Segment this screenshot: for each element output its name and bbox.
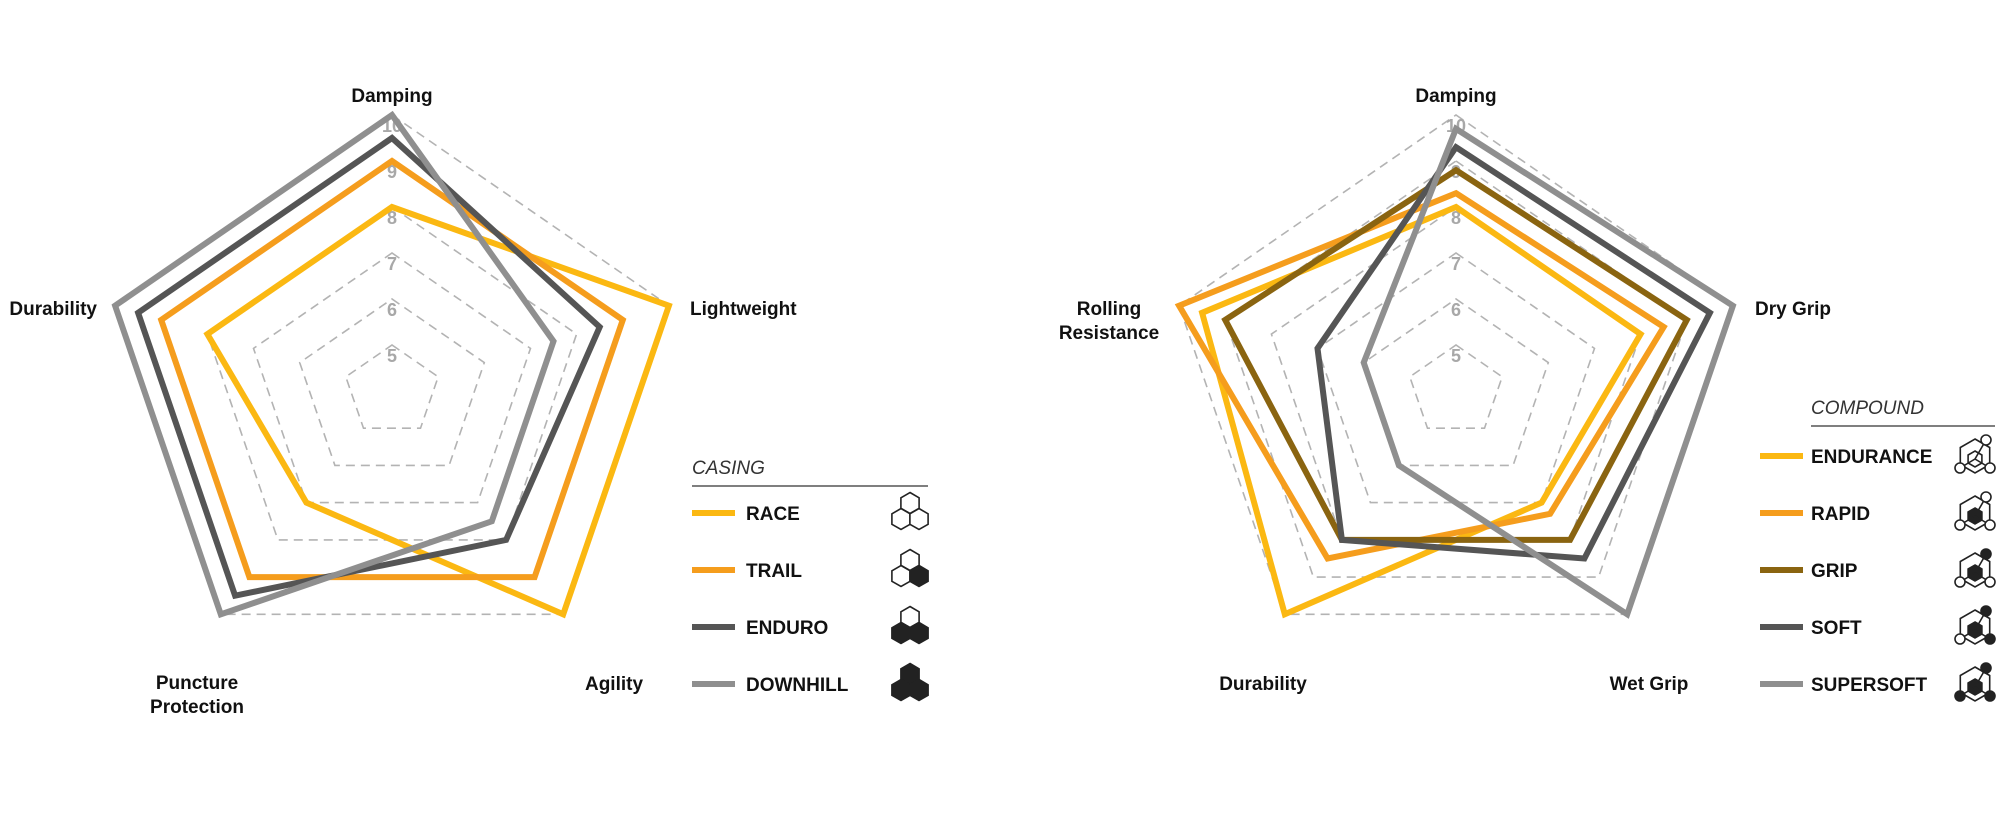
node-circle	[1984, 690, 1996, 702]
node-circle	[1954, 519, 1966, 531]
tick-label-6: 6	[387, 300, 397, 320]
legend-label: ENDURO	[746, 618, 828, 639]
legend-label: SUPERSOFT	[1811, 675, 1928, 696]
legend-item-endurance: ENDURANCE	[1760, 434, 1996, 474]
node-circle	[1954, 462, 1966, 474]
legend-title: CASING	[692, 458, 765, 479]
node-circle	[1954, 690, 1966, 702]
legend-item-race: RACE	[692, 491, 929, 531]
node-circle	[1980, 662, 1992, 674]
legend-item-supersoft: SUPERSOFT	[1760, 662, 1996, 702]
axis-label-dry-grip: Dry Grip	[1755, 299, 1831, 320]
node-circle	[1984, 462, 1996, 474]
grid-ring-7	[1316, 252, 1596, 504]
casing-race-icon	[891, 491, 929, 531]
legend-label: TRAIL	[746, 561, 802, 582]
legend-casing: CASING RACE TRAIL ENDURO DOWNHILL	[692, 458, 929, 702]
hexagon-cell	[909, 507, 929, 531]
node-circle	[1984, 633, 1996, 645]
hexagon-cell	[891, 564, 911, 588]
tick-label-6: 6	[1451, 300, 1461, 320]
legend-item-enduro: ENDURO	[692, 605, 929, 645]
tick-label-9: 9	[387, 162, 397, 182]
tick-label-7: 7	[387, 254, 397, 274]
node-circle	[1954, 576, 1966, 588]
series-race	[203, 203, 673, 619]
legend-item-rapid: RAPID	[1760, 491, 1996, 531]
grid-ring-10	[1178, 114, 1734, 616]
node-circle	[1954, 633, 1966, 645]
series-enduro	[134, 134, 604, 600]
casing-trail-icon	[891, 548, 929, 588]
hexagon-cell	[891, 621, 911, 645]
axis-label-damping: Damping	[1415, 86, 1496, 107]
hexagon-cell	[909, 564, 929, 588]
legend-label: DOWNHILL	[746, 675, 849, 696]
legend-item-downhill: DOWNHILL	[692, 662, 929, 702]
compound-grip-icon	[1954, 548, 1996, 588]
compound-endurance-icon	[1954, 434, 1996, 474]
grid-ring-6	[298, 298, 486, 467]
node-circle	[1984, 519, 1996, 531]
legend-item-grip: GRIP	[1760, 548, 1996, 588]
casing-enduro-icon	[891, 605, 929, 645]
grid-ring-5	[344, 344, 440, 430]
node-circle	[1980, 434, 1992, 446]
axis-label-damping: Damping	[351, 86, 432, 107]
legend-title: COMPOUND	[1811, 398, 1924, 419]
legend-label: ENDURANCE	[1811, 447, 1932, 468]
legend-item-trail: TRAIL	[692, 548, 929, 588]
grid-ring-7	[252, 252, 532, 504]
legend-label: RAPID	[1811, 504, 1870, 525]
legend-label: GRIP	[1811, 561, 1858, 582]
hexagon-cell	[909, 678, 929, 702]
series-trail	[157, 157, 627, 581]
series-supersoft	[1360, 124, 1737, 619]
axis-label-durability: Durability	[9, 299, 97, 320]
tick-label-8: 8	[387, 208, 397, 228]
series-endurance	[1198, 203, 1645, 619]
legend-compound: COMPOUND ENDURANCE RAPID GRIP SOFT SUPERSOFT	[1760, 398, 1996, 702]
axis-label-durability: Durability	[1219, 674, 1307, 695]
compound-soft-icon	[1954, 605, 1996, 645]
legend-label: SOFT	[1811, 618, 1862, 639]
series-grip	[1221, 166, 1691, 543]
tick-label-5: 5	[387, 346, 397, 366]
axis-label-lightweight: Lightweight	[690, 299, 797, 320]
tick-label-5: 5	[1451, 346, 1461, 366]
node-circle	[1980, 548, 1992, 560]
axis-label-wet-grip: Wet Grip	[1610, 674, 1689, 695]
node-circle	[1980, 491, 1992, 503]
hexagon-cell	[909, 621, 929, 645]
hexagon-cell	[891, 678, 911, 702]
compound-rapid-icon	[1954, 491, 1996, 531]
grid-ring-5	[1408, 344, 1504, 430]
tick-label-8: 8	[1451, 208, 1461, 228]
casing-downhill-icon	[891, 662, 929, 702]
grid-ring-6	[1362, 298, 1550, 467]
legend-item-soft: SOFT	[1760, 605, 1996, 645]
node-circle	[1984, 576, 1996, 588]
node-circle	[1980, 605, 1992, 617]
tick-label-7: 7	[1451, 254, 1461, 274]
radar-chart-1: 5678910DampingLightweightAgilityPuncture…	[9, 86, 929, 718]
axis-label-agility: Agility	[585, 674, 643, 695]
series-rapid	[1174, 189, 1668, 562]
series-downhill	[111, 110, 557, 619]
compound-supersoft-icon	[1954, 662, 1996, 702]
hexagon-cell	[891, 507, 911, 531]
legend-label: RACE	[746, 504, 800, 525]
series-soft	[1314, 143, 1714, 562]
